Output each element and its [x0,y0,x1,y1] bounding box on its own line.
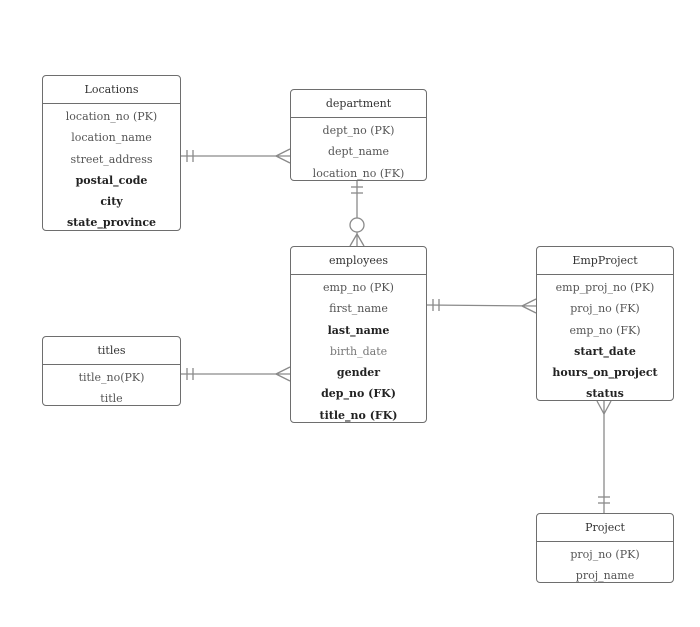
attr-location-no: location_no (PK) [65,110,158,123]
attr-hours-on-project: hours_on_project [552,366,658,380]
attr-dep-no-fk: dep_no (FK) [321,387,396,401]
attr-title-no-fk: title_no (FK) [319,408,398,422]
attr-dept-name: dept_name [327,145,390,159]
attr-status: status [586,387,624,401]
attr-state-province: state_province [66,216,157,230]
attr-start-date: start_date [574,344,636,358]
rel-employees-empproject [426,298,537,314]
attr-proj-name: proj_name [575,569,635,583]
entity-title: titles [43,337,180,365]
rel-department-employees [349,181,365,247]
attr-title-no: title_no(PK) [78,371,145,384]
entity-employees[interactable]: employees emp_no (PK) first_name last_na… [290,246,427,423]
attr-title: title [100,392,123,406]
attr-postal-code: postal_code [75,173,148,187]
attr-proj-no-pk: proj_no (PK) [570,548,640,561]
entity-title: EmpProject [537,247,673,275]
rel-locations-department [181,148,291,164]
entity-locations[interactable]: Locations location_no (PK) location_name… [42,75,181,231]
entity-title: department [291,90,426,118]
attr-gender: gender [336,366,381,380]
entity-title: Project [537,514,673,542]
attr-dept-no: dept_no (PK) [322,124,395,137]
attr-location-no-fk: location_no (FK) [312,166,405,180]
entity-titles[interactable]: titles title_no(PK) title [42,336,181,406]
attr-emp-proj-no: emp_proj_no (PK) [555,281,655,294]
attr-first-name: first_name [329,302,388,316]
attr-last-name: last_name [327,323,390,337]
attr-city: city [100,195,123,209]
attr-street-address: street_address [70,152,153,166]
attr-birth-date: birth_date [329,344,388,358]
entity-title: employees [291,247,426,275]
attr-location-name: location_name [71,131,152,145]
attr-emp-no-fk: emp_no (FK) [569,323,641,337]
attr-emp-no: emp_no (PK) [323,281,394,294]
rel-project-empproject [596,400,612,513]
entity-department[interactable]: department dept_no (PK) dept_name locati… [290,89,427,181]
rel-titles-employees [181,366,291,382]
entity-project[interactable]: Project proj_no (PK) proj_name [536,513,674,583]
attr-proj-no-fk: proj_no (FK) [570,302,640,316]
entity-title: Locations [43,76,180,104]
entity-empproject[interactable]: EmpProject emp_proj_no (PK) proj_no (FK)… [536,246,674,401]
